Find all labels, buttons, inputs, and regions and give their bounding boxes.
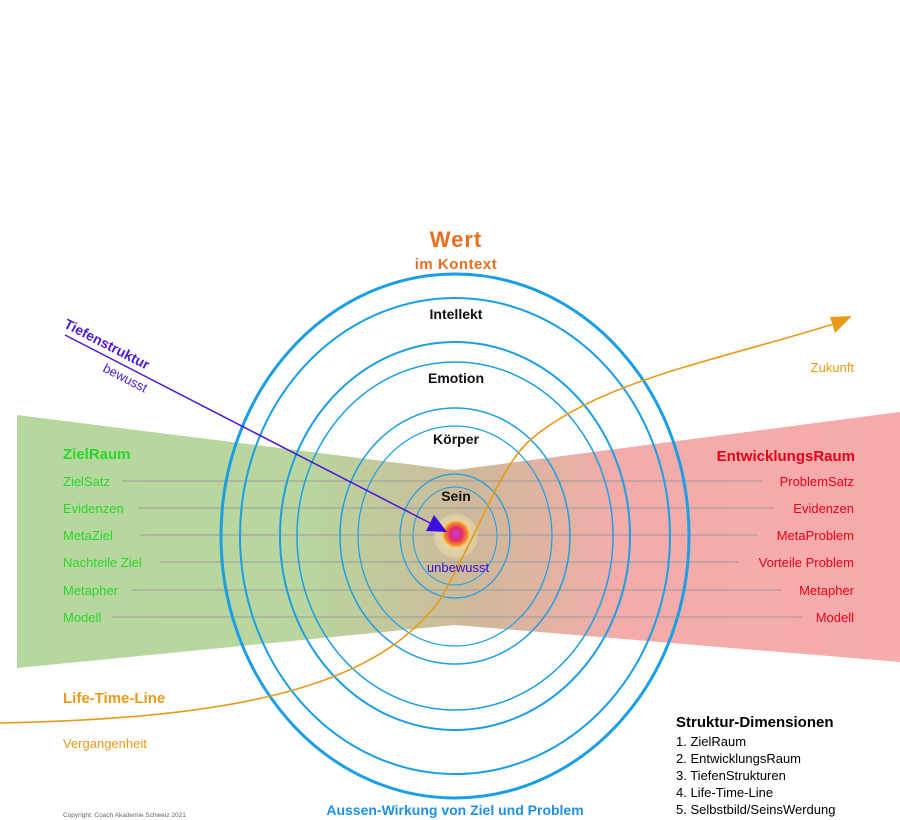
timeline-past: Vergangenheit: [63, 736, 147, 751]
entwicklungsraum-title: EntwicklungsRaum: [717, 448, 855, 465]
zielraum-row: ZielSatz: [63, 474, 110, 489]
tiefenstruktur-arrow-line: [64, 334, 431, 524]
zielraum-row: Modell: [63, 610, 101, 625]
legend-items: 1. ZielRaum 2. EntwicklungsRaum 3. Tiefe…: [676, 734, 835, 817]
entwicklungsraum-row: ProblemSatz: [780, 474, 854, 489]
timeline-future: Zukunft: [811, 360, 855, 375]
ring-sein-inner: [412, 486, 498, 586]
legend-title: Struktur-Dimensionen: [676, 714, 834, 731]
tiefenstruktur-arrowhead: [426, 515, 447, 532]
ring-emotion-outer: [279, 341, 631, 731]
entwicklungsraum-row: Modell: [816, 610, 854, 625]
ring-emotion-inner: [296, 361, 614, 711]
zielraum-title: ZielRaum: [63, 446, 131, 463]
copyright-text: Copyright: Coach Akademie Schweiz 2021: [63, 812, 186, 819]
ring-koerper-inner: [357, 425, 553, 647]
zielraum-rows: ZielSatz Evidenzen MetaZiel Nachteile Zi…: [63, 474, 142, 625]
entwicklungsraum-rows: ProblemSatz Evidenzen MetaProblem Vortei…: [759, 474, 855, 625]
timeline-label: Life-Time-Line: [63, 690, 165, 707]
entwicklungsraum-row: MetaProblem: [777, 528, 854, 543]
zielraum-row: MetaZiel: [63, 528, 113, 543]
legend-item: 5. Selbstbild/SeinsWerdung: [676, 802, 835, 817]
timeline-arrowhead: [830, 316, 852, 333]
entwicklungsraum-row: Vorteile Problem: [759, 555, 854, 570]
label-unbewusst: unbewusst: [427, 560, 490, 575]
label-intellekt: Intellekt: [430, 306, 483, 322]
ring-intellekt-inner: [239, 297, 671, 775]
rings: [219, 272, 691, 800]
zielraum-row: Evidenzen: [63, 501, 124, 516]
footer-caption: Aussen-Wirkung von Ziel und Problem: [326, 802, 583, 818]
label-koerper: Körper: [433, 431, 479, 447]
zielraum-row: Metapher: [63, 583, 119, 598]
zielraum-row: Nachteile Ziel: [63, 555, 142, 570]
diagram-title: Wert: [430, 227, 483, 252]
entwicklungsraum-row: Metapher: [799, 583, 855, 598]
legend-item: 4. Life-Time-Line: [676, 785, 773, 800]
entwicklungsraum-row: Evidenzen: [793, 501, 854, 516]
label-sein: Sein: [441, 488, 471, 504]
diagram-subtitle: im Kontext: [415, 256, 498, 273]
label-emotion: Emotion: [428, 370, 484, 386]
legend-item: 3. TiefenStrukturen: [676, 768, 786, 783]
ring-sein-outer: [399, 473, 511, 599]
ring-intellekt-outer: [219, 272, 691, 800]
core-icon: [442, 520, 470, 548]
legend-item: 2. EntwicklungsRaum: [676, 751, 801, 766]
ring-koerper-outer: [339, 407, 571, 665]
timeline-curve: [0, 321, 841, 724]
legend-item: 1. ZielRaum: [676, 734, 746, 749]
